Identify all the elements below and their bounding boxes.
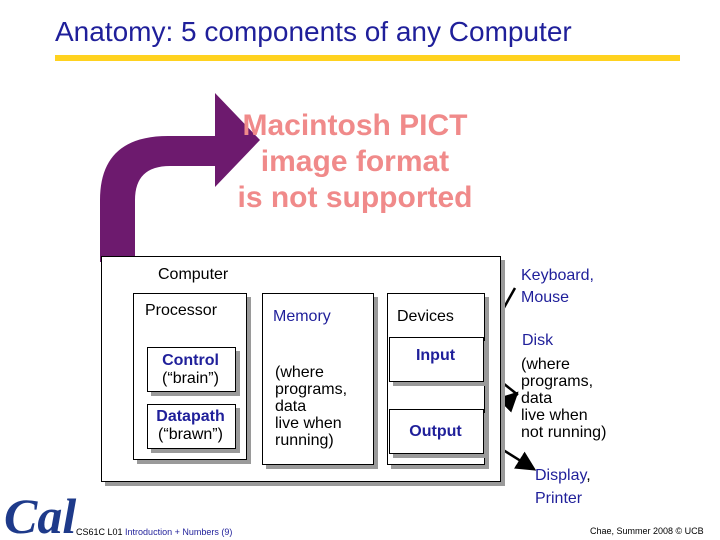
memory-label: Memory bbox=[273, 308, 331, 325]
disk-desc-line: not running) bbox=[521, 424, 607, 441]
keyboard-mouse-label: Keyboard, Mouse bbox=[521, 265, 594, 309]
keyboard-line: Keyboard, bbox=[521, 267, 594, 284]
title-underline bbox=[55, 55, 680, 61]
display-word: Display bbox=[535, 467, 587, 484]
placeholder-line: is not supported bbox=[237, 181, 473, 214]
datapath-label: Datapath (“brawn”) bbox=[147, 408, 234, 444]
disk-label: Disk bbox=[522, 332, 554, 349]
curved-arrow bbox=[100, 93, 260, 262]
display-comma: , bbox=[586, 467, 591, 484]
memory-desc-line: running) bbox=[275, 432, 334, 449]
datapath-title: Datapath bbox=[156, 408, 225, 425]
display-printer-label: Display, Printer bbox=[535, 464, 591, 510]
processor-label: Processor bbox=[145, 302, 218, 319]
memory-desc-line: data bbox=[275, 398, 307, 415]
memory-box bbox=[262, 293, 374, 465]
control-subtitle: (“brain”) bbox=[162, 370, 219, 387]
disk-desc-line: programs, bbox=[521, 373, 594, 390]
memory-desc-line: programs, bbox=[275, 381, 348, 398]
computer-label: Computer bbox=[158, 266, 229, 283]
input-box bbox=[389, 337, 484, 382]
memory-desc-line: (where bbox=[275, 364, 324, 381]
datapath-subtitle: (“brawn”) bbox=[158, 426, 223, 443]
disk-desc-line: live when bbox=[521, 407, 588, 424]
output-box bbox=[389, 409, 484, 454]
disk-description: (where programs, data live when not runn… bbox=[521, 356, 606, 441]
disk-desc-line: (where bbox=[521, 356, 570, 373]
output-label: Output bbox=[409, 423, 462, 440]
memory-description: (where programs, data live when running) bbox=[275, 364, 347, 449]
display-line: Display, bbox=[535, 464, 591, 487]
printer-line: Printer bbox=[535, 490, 583, 507]
footer-lecture-title: Introduction + Numbers (9) bbox=[125, 527, 233, 537]
placeholder-line: image format bbox=[260, 145, 450, 178]
control-title: Control bbox=[162, 352, 219, 369]
disk-desc-line: data bbox=[521, 390, 553, 407]
memory-desc-line: live when bbox=[275, 415, 342, 432]
placeholder-line: Macintosh PICT bbox=[242, 109, 468, 142]
control-label: Control (“brain”) bbox=[147, 352, 234, 388]
mouse-line: Mouse bbox=[521, 289, 570, 306]
unsupported-image-placeholder: Macintosh PICT image format is not suppo… bbox=[205, 108, 505, 216]
devices-label: Devices bbox=[397, 308, 454, 325]
datapath-box bbox=[147, 404, 236, 449]
footer-course-code: CS61C L01 bbox=[76, 527, 123, 537]
input-label: Input bbox=[415, 347, 456, 364]
footer-credit: Chae, Summer 2008 © UCB bbox=[590, 526, 704, 536]
control-box bbox=[147, 347, 236, 392]
cal-logo-icon: Cal bbox=[4, 488, 76, 540]
footer-course: CS61C L01 Introduction + Numbers (9) bbox=[76, 527, 232, 537]
slide-title: Anatomy: 5 components of any Computer bbox=[55, 16, 572, 47]
